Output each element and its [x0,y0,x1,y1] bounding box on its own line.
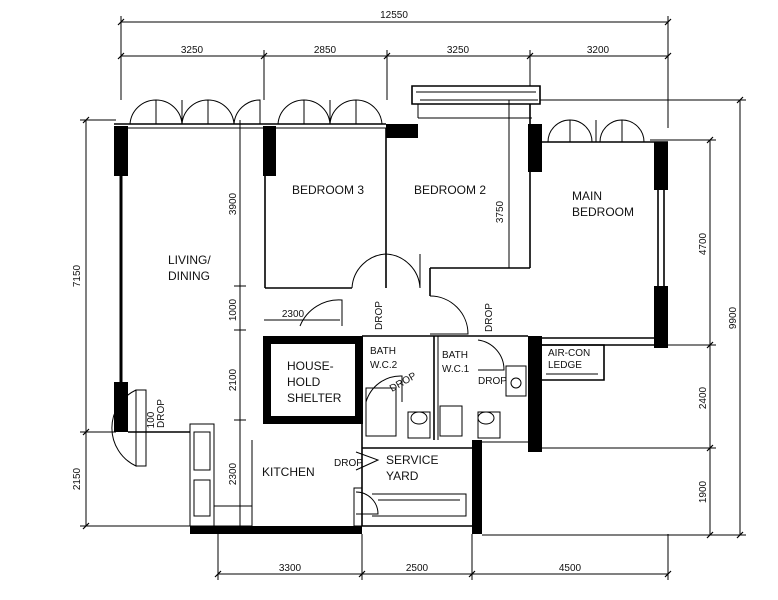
label-aircon-1: AIR-CON [548,348,590,359]
dim-right-2: 2400 [698,386,709,409]
label-service-yard-1: SERVICE [386,453,438,467]
room-labels: BEDROOM 3 BEDROOM 2 MAIN BEDROOM LIVING/… [168,183,634,483]
dimension-ticks [82,18,744,578]
label-bedroom-2: BEDROOM 2 [414,183,486,197]
dim-top-segment-4: 3200 [587,45,610,56]
dim-left-top: 7150 [72,264,83,287]
drop-label-kitchen: DROP [334,458,363,469]
dim-top-total: 12550 [380,10,408,21]
label-main-bedroom-2: BEDROOM [572,205,634,219]
bath-fixtures [365,365,527,439]
label-bedroom-3: BEDROOM 3 [292,183,364,197]
label-bath-1-2: W.C.1 [442,364,470,375]
drop-label-bath1: DROP [478,376,507,387]
doors [111,253,505,515]
dim-top-segment-1: 3250 [181,45,204,56]
dim-top-segment-2: 2850 [314,45,337,56]
dimension-labels: 12550 3250 2850 3250 3200 3300 2500 4500… [72,10,739,574]
label-living-1: LIVING/ [168,253,211,267]
label-shelter-2: HOLD [287,375,321,389]
dimension-lines [80,16,746,580]
dim-bottom-segment-1: 3300 [279,563,302,574]
dim-inner-left-3: 2100 [228,368,239,391]
label-shelter-1: HOUSE- [287,359,334,373]
label-bath-2-2: W.C.2 [370,360,398,371]
dim-shelter-width: 2300 [282,309,305,320]
dim-bottom-segment-2: 2500 [406,563,429,574]
label-bath-2-1: BATH [370,346,396,357]
dim-right-total: 9900 [728,306,739,329]
label-service-yard-2: YARD [386,469,419,483]
dim-right-1: 4700 [698,232,709,255]
windows [129,99,645,143]
household-shelter [263,336,363,424]
dim-inner-left-1: 3900 [228,192,239,215]
drop-labels: DROP DROP DROP DROP DROP DROP [156,301,507,469]
label-kitchen: KITCHEN [262,465,315,479]
dim-bedroom2-depth: 3750 [495,200,506,223]
label-shelter-3: SHELTER [287,391,342,405]
drop-label-shelter: DROP [374,301,385,330]
drop-label-bath2: DROP [388,370,419,394]
label-bath-1-1: BATH [442,350,468,361]
dim-inner-left-4: 2300 [228,462,239,485]
dim-top-segment-3: 3250 [447,45,470,56]
drop-label-entrance: DROP [156,399,167,428]
dim-right-3: 1900 [698,480,709,503]
dim-bottom-segment-3: 4500 [559,563,582,574]
label-main-bedroom-1: MAIN [572,189,602,203]
dim-door-width: 100 [146,411,157,428]
drop-label-bath1-top: DROP [484,303,495,332]
dim-left-bottom: 2150 [72,467,83,490]
dim-inner-left-2: 1000 [228,298,239,321]
label-living-2: DINING [168,269,210,283]
label-aircon-2: LEDGE [548,360,582,371]
